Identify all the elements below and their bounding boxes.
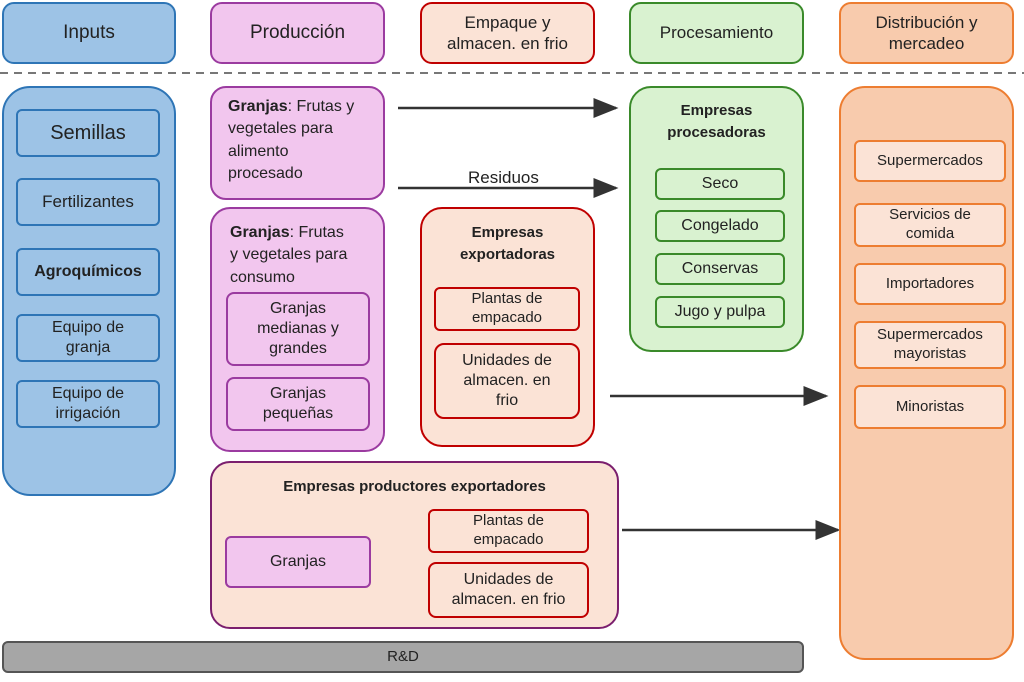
input-agroquimicos: Agroquímicos [16, 248, 160, 296]
procesadoras-title: Empresas procesadoras [629, 100, 804, 144]
distribucion-mayoristas-line1: Supermercados [877, 326, 983, 344]
granjas-consumo-line3: consumo [230, 268, 295, 286]
distribucion-minoristas: Minoristas [854, 385, 1006, 429]
granjas-consumo-text: Granjas: Frutas y vegetales para consumo [230, 222, 380, 289]
distribucion-importadores: Importadores [854, 263, 1006, 305]
input-equipo-irrigacion-line2: irrigación [55, 405, 121, 422]
productores-plantas: Plantas de empacado [428, 509, 589, 553]
exportadoras-unidades-line2: almacen. en [463, 372, 551, 389]
granjas-medianas-line2: medianas y [257, 320, 339, 337]
granjas-procesado-line4: procesado [228, 165, 303, 183]
granjas-procesado-box [210, 86, 385, 200]
exportadoras-unidades-line1: Unidades de [462, 352, 552, 369]
granjas-medianas-line3: grandes [269, 340, 327, 357]
distribucion-servicios: Servicios de comida [854, 203, 1006, 247]
exportadoras-title: Empresas exportadoras [420, 222, 595, 266]
productores-title: Empresas productores exportadores [283, 478, 546, 495]
granjas-procesado-rest: : Frutas y [287, 98, 355, 115]
rd-bar: R&D [2, 641, 804, 673]
procesadoras-congelado: Congelado [655, 210, 785, 242]
granjas-medianas-box: Granjas medianas y grandes [226, 292, 370, 366]
granjas-procesado-line2: vegetales para [228, 120, 333, 138]
granjas-consumo-bold: Granjas [230, 224, 290, 241]
granjas-pequenas-box: Granjas pequeñas [226, 377, 370, 431]
productores-plantas-line2: empacado [473, 531, 544, 548]
granjas-procesado-text: Granjas: Frutas y vegetales para aliment… [228, 96, 378, 186]
procesadoras-title-line2: procesadoras [667, 123, 766, 141]
header-procesamiento: Procesamiento [629, 2, 804, 64]
input-equipo-granja-line1: Equipo de [51, 319, 125, 336]
distribucion-supermercados: Supermercados [854, 140, 1006, 182]
exportadoras-title-line2: exportadoras [459, 245, 556, 263]
exportadoras-title-line1: Empresas [471, 224, 544, 241]
header-inputs: Inputs [2, 2, 176, 64]
distribucion-mayoristas-line2: mayoristas [893, 345, 967, 362]
header-distribucion: Distribución y mercadeo [839, 2, 1014, 64]
distribucion-mayoristas: Supermercados mayoristas [854, 321, 1006, 369]
header-empaque: Empaque y almacen. en frio [420, 2, 595, 64]
residuos-label: Residuos [468, 168, 539, 187]
granjas-procesado-line3: alimento [228, 142, 289, 160]
input-fertilizantes: Fertilizantes [16, 178, 160, 226]
exportadoras-plantas-line2: empacado [471, 309, 543, 326]
input-equipo-irrigacion-line1: Equipo de [51, 385, 125, 402]
granjas-pequenas-line2: pequeñas [262, 405, 334, 422]
exportadoras-unidades: Unidades de almacen. en frio [434, 343, 580, 419]
exportadoras-plantas: Plantas de empacado [434, 287, 580, 331]
productores-unidades: Unidades de almacen. en frio [428, 562, 589, 618]
distribucion-servicios-line2: comida [905, 225, 955, 242]
input-equipo-granja: Equipo de granja [16, 314, 160, 362]
granjas-medianas-line1: Granjas [269, 300, 327, 317]
header-distribucion-line1: Distribución y [875, 12, 978, 32]
granjas-consumo-rest: : Frutas [289, 224, 344, 241]
header-empaque-line1: Empaque y [464, 12, 551, 32]
procesadoras-title-line1: Empresas [680, 102, 753, 119]
productores-unidades-line2: almacen. en frio [451, 591, 566, 608]
procesadoras-conservas: Conservas [655, 253, 785, 285]
header-empaque-line2: almacen. en frio [447, 34, 568, 53]
procesadoras-jugo: Jugo y pulpa [655, 296, 785, 328]
productores-plantas-line1: Plantas de [473, 512, 544, 530]
exportadoras-plantas-line1: Plantas de [471, 290, 543, 308]
productores-granjas: Granjas [225, 536, 371, 588]
granjas-consumo-line2: y vegetales para [230, 246, 348, 264]
input-equipo-irrigacion: Equipo de irrigación [16, 380, 160, 428]
input-semillas: Semillas [16, 109, 160, 157]
distribucion-servicios-line1: Servicios de [889, 206, 971, 224]
procesadoras-seco: Seco [655, 168, 785, 200]
header-distribucion-line2: mercadeo [888, 34, 965, 53]
exportadoras-unidades-line3: frio [495, 392, 519, 409]
productores-unidades-line1: Unidades de [463, 571, 554, 588]
header-produccion: Producción [210, 2, 385, 64]
granjas-procesado-bold: Granjas [228, 98, 288, 115]
granjas-pequenas-line1: Granjas [269, 385, 327, 402]
input-equipo-granja-line2: granja [65, 339, 111, 356]
